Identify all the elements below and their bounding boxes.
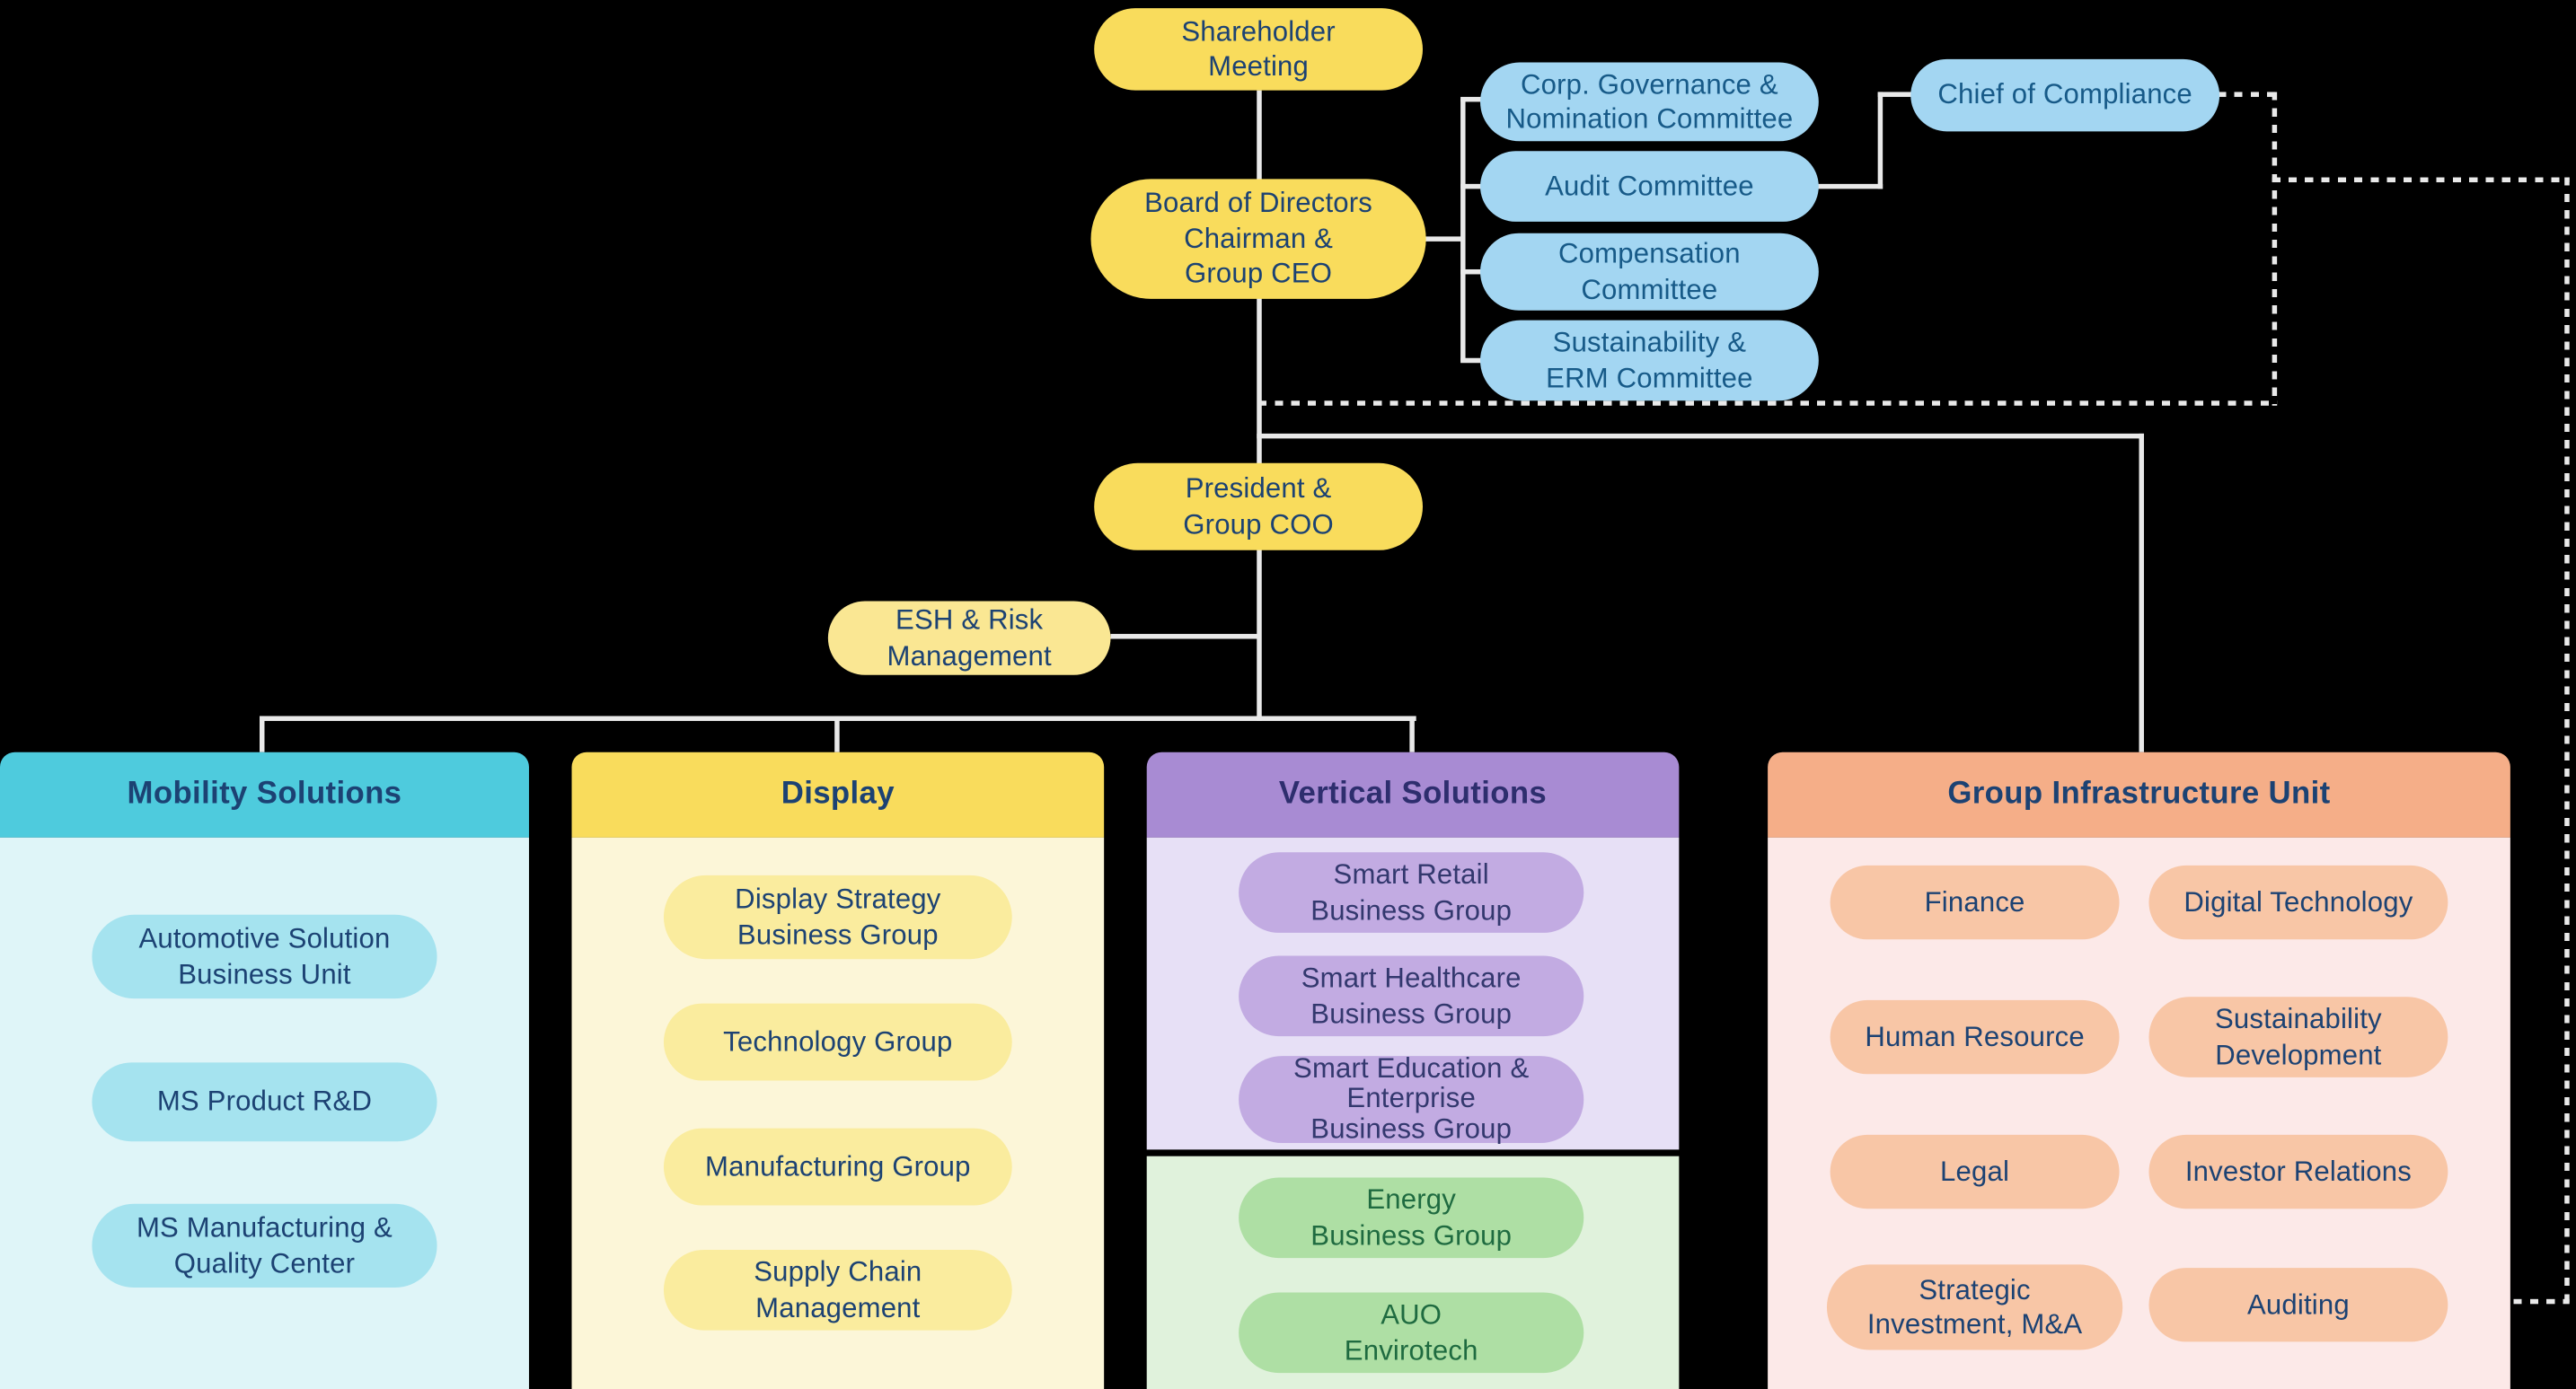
mobility-solutions-header: Mobility Solutions	[0, 752, 529, 838]
node-finance: Finance	[1830, 865, 2120, 940]
node-smart-retail-bg: Smart Retail Business Group	[1239, 852, 1584, 933]
node-chief-of-compliance: Chief of Compliance	[1910, 58, 2220, 132]
node-governance-committee: Corp. Governance & Nomination Committee	[1480, 62, 1819, 142]
connector-stub-committee-4	[1460, 357, 1484, 364]
connector-stub-committee-3	[1460, 268, 1484, 275]
node-automotive-solution-bu: Automotive Solution Business Unit	[92, 914, 437, 999]
node-smart-healthcare-bg: Smart Healthcare Business Group	[1239, 955, 1584, 1037]
node-manufacturing-group: Manufacturing Group	[663, 1128, 1012, 1206]
display-header: Display	[571, 752, 1105, 838]
connector-audit-chief-1	[1816, 183, 1883, 189]
node-president-group-coo: President & Group COO	[1094, 462, 1424, 550]
connector-president-departments	[1257, 548, 1262, 721]
connector-stub-committee-1	[1460, 96, 1484, 102]
connector-shareholder-board	[1257, 90, 1262, 184]
connector-drop-mobility	[259, 716, 265, 752]
connector-branch-infrastructure-v	[2139, 433, 2144, 752]
group-infrastructure-header: Group Infrastructure Unit	[1768, 752, 2510, 838]
node-board-of-directors: Board of Directors Chairman & Group CEO	[1090, 179, 1426, 299]
node-sustainability-erm-committee: Sustainability & ERM Committee	[1480, 320, 1819, 401]
dotted-chief-right	[2218, 92, 2276, 97]
connector-drop-vertical	[1409, 716, 1415, 752]
node-legal: Legal	[1830, 1134, 2120, 1209]
connector-board-committees	[1423, 236, 1464, 242]
connector-audit-chief-2	[1877, 92, 1883, 189]
node-compensation-committee: Compensation Committee	[1480, 233, 1819, 311]
node-esh-risk-management: ESH & Risk Management	[827, 601, 1111, 675]
node-energy-bg: Energy Business Group	[1239, 1177, 1584, 1259]
connector-branch-infrastructure-h	[1257, 433, 2144, 439]
node-smart-education-enterprise-bg: Smart Education & Enterprise Business Gr…	[1239, 1053, 1584, 1144]
node-digital-technology: Digital Technology	[2148, 865, 2448, 940]
vertical-solutions-header: Vertical Solutions	[1146, 752, 1680, 838]
dotted-to-right-edge	[2272, 177, 2570, 183]
connector-drop-display	[834, 716, 840, 752]
node-strategic-investment-ma: Strategic Investment, M&A	[1826, 1264, 2123, 1350]
node-display-strategy-bg: Display Strategy Business Group	[663, 875, 1012, 960]
node-shareholder-meeting: Shareholder Meeting	[1094, 8, 1424, 91]
connector-stub-committee-2	[1460, 183, 1484, 189]
connector-committees-spine	[1460, 98, 1466, 362]
node-audit-committee: Audit Committee	[1480, 151, 1819, 222]
connector-board-president	[1257, 295, 1262, 467]
connector-audit-chief-3	[1877, 92, 1914, 97]
node-ms-product-rd: MS Product R&D	[92, 1062, 437, 1142]
node-auditing: Auditing	[2148, 1268, 2448, 1342]
node-auo-envirotech: AUO Envirotech	[1239, 1292, 1584, 1374]
node-sustainability-development: Sustainability Development	[2148, 997, 2448, 1077]
node-human-resource: Human Resource	[1830, 999, 2120, 1075]
connector-esh	[1110, 634, 1259, 639]
node-ms-manufacturing-quality: MS Manufacturing & Quality Center	[92, 1203, 437, 1288]
dotted-to-center-line	[1258, 400, 2278, 406]
dotted-chief-down	[2272, 92, 2278, 406]
node-technology-group: Technology Group	[663, 1003, 1012, 1081]
dotted-right-edge-down	[2564, 177, 2570, 1305]
node-investor-relations: Investor Relations	[2148, 1134, 2448, 1209]
node-supply-chain-management: Supply Chain Management	[663, 1249, 1012, 1331]
